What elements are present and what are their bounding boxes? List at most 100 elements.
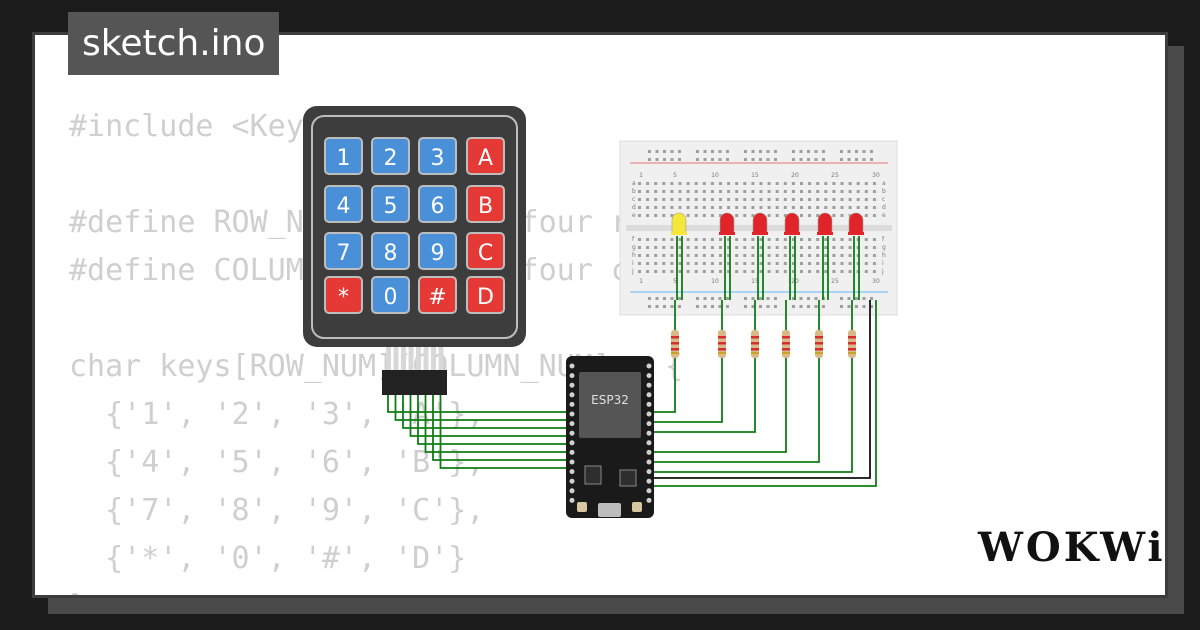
breadboard-column-number: 1 xyxy=(639,278,643,285)
keypad-ribbon-cable xyxy=(386,347,444,373)
keypad-key-6[interactable]: 6 xyxy=(418,185,457,223)
red-led[interactable] xyxy=(719,212,735,235)
breadboard-row-letter: e xyxy=(882,212,886,219)
red-led[interactable] xyxy=(784,212,800,235)
keypad-wire xyxy=(409,395,570,437)
esp32-label: ESP32 xyxy=(591,393,629,407)
keypad-key-label: # xyxy=(428,285,446,310)
keypad-key-2[interactable]: 2 xyxy=(371,137,410,175)
keypad-key-0[interactable]: 0 xyxy=(371,276,410,314)
keypad-key-C[interactable]: C xyxy=(466,232,505,270)
keypad-key-label: 3 xyxy=(431,146,445,171)
resistor[interactable] xyxy=(815,330,823,358)
breadboard-row-letter: i xyxy=(632,260,634,267)
keypad-key-label: 6 xyxy=(431,194,445,219)
keypad-key-A[interactable]: A xyxy=(466,137,505,175)
breadboard-row-letter: b xyxy=(882,188,886,195)
breadboard-column-number: 25 xyxy=(831,278,839,285)
resistor-wire xyxy=(650,358,676,413)
keypad-key-B[interactable]: B xyxy=(466,185,505,223)
breadboard-row-letter: h xyxy=(632,252,636,259)
keypad-key-*[interactable]: * xyxy=(324,276,363,314)
power-wire xyxy=(650,300,877,487)
breadboard-row-letter: e xyxy=(632,212,636,219)
breadboard-column-number: 15 xyxy=(751,172,759,179)
breadboard-row-letter: f xyxy=(632,236,635,243)
breadboard-row-letter: g xyxy=(632,244,636,251)
keypad-key-label: D xyxy=(477,285,494,310)
resistor-wire xyxy=(650,358,820,463)
resistor-wire xyxy=(650,358,853,473)
keypad-key-1[interactable]: 1 xyxy=(324,137,363,175)
keypad-key-label: 0 xyxy=(384,285,398,310)
code-line: {'*', '0', '#', 'D'} xyxy=(105,541,467,576)
breadboard-row-letter: g xyxy=(882,244,886,251)
esp32-board[interactable]: ESP32 xyxy=(566,356,654,518)
keypad-wire xyxy=(417,395,570,445)
resistor[interactable] xyxy=(718,330,726,358)
breadboard-row-letter: a xyxy=(632,180,636,187)
breadboard-column-number: 15 xyxy=(751,278,759,285)
keypad-key-4[interactable]: 4 xyxy=(324,185,363,223)
keypad-wire xyxy=(402,395,570,429)
keypad-key-#[interactable]: # xyxy=(418,276,457,314)
code-line: }; xyxy=(69,589,105,595)
esp32-module xyxy=(579,372,641,438)
breadboard-column-number: 30 xyxy=(872,278,880,285)
keypad-wire xyxy=(439,395,570,469)
red-led[interactable] xyxy=(848,212,864,235)
code-line: {'7', '8', '9', 'C'}, xyxy=(105,493,485,528)
red-led[interactable] xyxy=(817,212,833,235)
resistor[interactable] xyxy=(671,330,679,358)
keypad-wire xyxy=(394,395,570,421)
red-led[interactable] xyxy=(752,212,768,235)
boot-button[interactable] xyxy=(577,502,587,512)
keypad-key-8[interactable]: 8 xyxy=(371,232,410,270)
resistor-wire xyxy=(650,358,756,433)
resistor-wire xyxy=(650,358,723,423)
keypad-key-9[interactable]: 9 xyxy=(418,232,457,270)
micro-usb-port[interactable] xyxy=(598,503,621,517)
keypad-key-label: C xyxy=(478,241,493,266)
keypad-key-label: 7 xyxy=(337,241,351,266)
breadboard-row-letter: c xyxy=(632,196,635,203)
keypad-key-3[interactable]: 3 xyxy=(418,137,457,175)
breadboard-row-letter: b xyxy=(632,188,636,195)
breadboard-row-letter: f xyxy=(882,236,885,243)
keypad-key-label: A xyxy=(478,146,493,171)
breadboard-row-letter: j xyxy=(631,268,634,275)
breadboard-row-letter: c xyxy=(882,196,885,203)
keypad-key-label: 8 xyxy=(384,241,398,266)
file-tab[interactable]: sketch.ino xyxy=(68,12,280,75)
keypad-key-5[interactable]: 5 xyxy=(371,185,410,223)
enable-button[interactable] xyxy=(632,502,642,512)
breadboard-column-number: 10 xyxy=(711,278,719,285)
breadboard-column-number: 25 xyxy=(831,172,839,179)
keypad-key-label: 1 xyxy=(337,146,351,171)
keypad-key-label: B xyxy=(478,194,493,219)
keypad-key-label: * xyxy=(338,285,349,310)
yellow-led[interactable] xyxy=(671,212,687,235)
code-line: {'1', '2', '3', 'A'}, xyxy=(105,397,485,432)
resistor[interactable] xyxy=(751,330,759,358)
keypad-wire xyxy=(387,395,570,413)
keypad-key-D[interactable]: D xyxy=(466,276,505,314)
wokwi-logo: WOKWi xyxy=(978,524,1166,571)
breadboard-row-letter: d xyxy=(882,204,886,211)
breadboard-column-number: 10 xyxy=(711,172,719,179)
keypad-key-7[interactable]: 7 xyxy=(324,232,363,270)
breadboard-row-letter: h xyxy=(882,252,886,259)
breadboard-column-number: 20 xyxy=(791,172,799,179)
keypad-key-label: 4 xyxy=(337,194,351,219)
keypad-wire xyxy=(424,395,570,453)
keypad-key-label: 2 xyxy=(384,146,398,171)
keypad-pin-header xyxy=(382,370,447,395)
resistor[interactable] xyxy=(782,330,790,358)
ground-wire xyxy=(650,300,871,479)
resistor[interactable] xyxy=(848,330,856,358)
resistor-wire xyxy=(650,358,787,453)
breadboard-column-number: 5 xyxy=(673,278,677,285)
breadboard-row-letter: j xyxy=(881,268,884,275)
